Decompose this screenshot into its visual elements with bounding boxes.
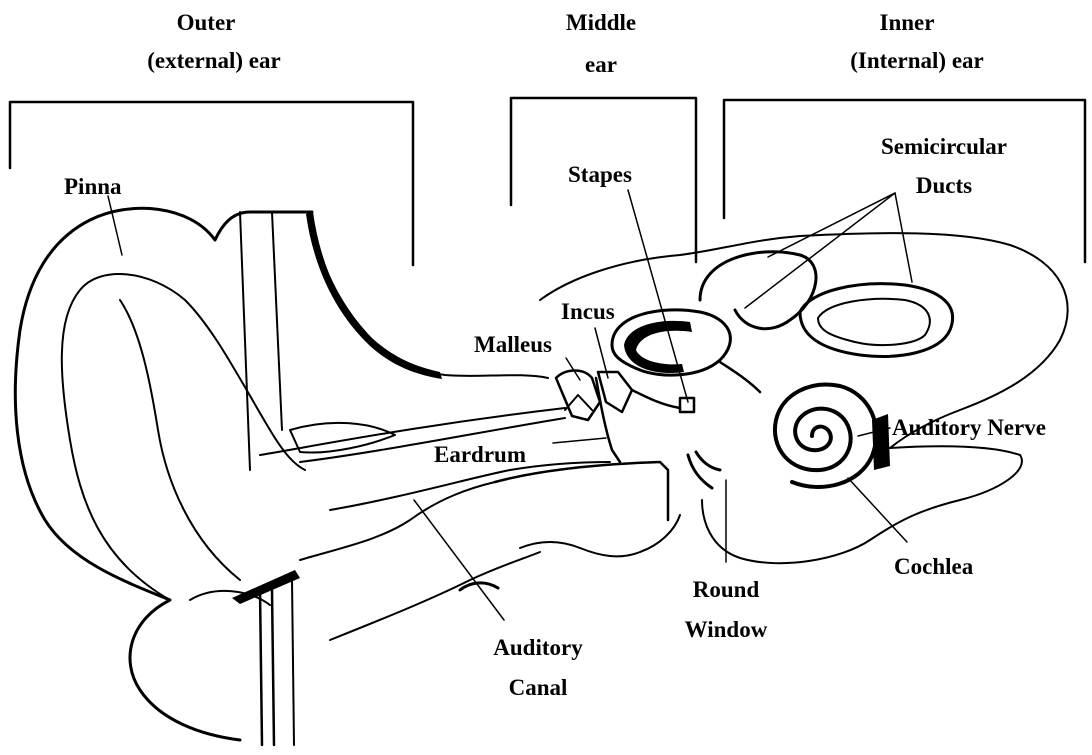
semicircular-ducts-label-line1: Semicircular	[881, 134, 1007, 159]
auditory-canal-label-line1: Auditory	[493, 635, 583, 660]
incus-pointer	[595, 328, 608, 378]
helix-fold	[62, 274, 305, 600]
eardrum-pointer	[553, 438, 606, 443]
ducts-pointer-3	[895, 193, 912, 282]
lower-bone-contour	[330, 552, 540, 640]
bone-outline-bottom	[702, 446, 1022, 563]
cochlea-pointer	[848, 478, 907, 542]
middle-ear-title-line2: ear	[585, 52, 617, 77]
structure-labels: Pinna Stapes Semicircular Ducts Incus Ma…	[64, 134, 1046, 700]
duct-left-shading	[624, 321, 692, 373]
round-window-label-line1: Round	[693, 577, 760, 602]
neck-line-2	[272, 590, 274, 745]
section-labels: Outer (external) ear Middle ear Inner (I…	[147, 10, 983, 77]
antihelix	[120, 300, 240, 580]
incus-shape	[598, 372, 632, 412]
inner-ear-title-line2: (Internal) ear	[850, 48, 984, 73]
auditory-nerve-label: Auditory Nerve	[892, 415, 1046, 440]
pinna-label: Pinna	[64, 174, 122, 199]
auditory-nerve-shading	[872, 414, 890, 470]
shading-jaw	[232, 570, 300, 604]
canal-base-contour	[520, 515, 680, 556]
neck-line-1	[260, 590, 262, 745]
eardrum-shape	[596, 378, 620, 462]
auditory-canal-pointer	[414, 500, 504, 620]
tragus-line-2	[272, 212, 282, 430]
ducts-pointer-1	[768, 193, 895, 257]
pinna-drawing	[15, 208, 395, 745]
canal-lower-contour	[300, 482, 495, 560]
canal-upper-shading	[306, 212, 442, 379]
malleus-pointer	[566, 358, 580, 380]
middle-ear-title-line1: Middle	[566, 10, 636, 35]
tragus-line-1	[240, 212, 250, 470]
pinna-pointer	[108, 196, 122, 255]
malleus-label: Malleus	[474, 332, 552, 357]
inner-ear-title-line1: Inner	[880, 10, 935, 35]
round-window-label-line2: Window	[685, 617, 768, 642]
outer-ear-title-line2: (external) ear	[147, 48, 280, 73]
pinna-outer-contour	[15, 208, 312, 740]
incus-label: Incus	[561, 299, 615, 324]
auditory-canal-label-line2: Canal	[509, 675, 568, 700]
inner-ear-drawing	[540, 233, 1068, 563]
eardrum-label: Eardrum	[434, 442, 526, 467]
round-window-shape-2	[696, 452, 720, 470]
neck-line-3	[292, 580, 294, 745]
concha	[290, 423, 395, 453]
outer-ear-title-line1: Outer	[177, 10, 236, 35]
cochlea-label: Cochlea	[894, 554, 974, 579]
semicircular-duct-right-inner	[818, 299, 930, 345]
ossicles-drawing	[556, 371, 694, 463]
incus-stapes-link	[632, 390, 680, 408]
cochlea-spiral	[775, 385, 890, 487]
canal-floor	[495, 462, 668, 520]
stapes-label: Stapes	[568, 162, 632, 187]
semicircular-ducts-label-line2: Ducts	[916, 173, 972, 198]
vestibule-link	[720, 362, 760, 392]
